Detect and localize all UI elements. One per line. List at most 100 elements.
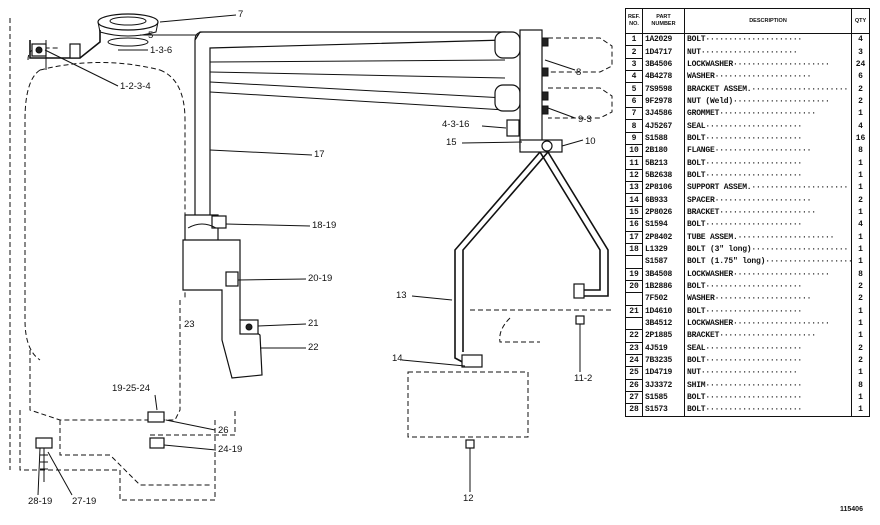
cell-ref: 15 — [625, 206, 643, 220]
cell-description: LOCKWASHER····················· — [684, 268, 852, 281]
cell-qty: 1 — [851, 156, 870, 170]
cell-ref: 13 — [625, 181, 643, 195]
leader-dots: ····················· — [733, 319, 830, 329]
cell-ref: 12 — [625, 169, 643, 183]
cell-qty: 1 — [851, 231, 870, 244]
cell-qty: 2 — [851, 193, 870, 207]
cell-ref: 16 — [625, 218, 643, 232]
leader-dots: ····················· — [705, 220, 803, 230]
cell-ref: 9 — [625, 132, 643, 146]
leader-dots: ····················· — [705, 380, 803, 390]
leader-dots: ····················· — [705, 282, 803, 292]
leader-dots: ····················· — [719, 109, 816, 119]
cell-qty: 4 — [851, 119, 870, 133]
cell-description: BOLT····················· — [684, 156, 852, 170]
cell-qty: 4 — [851, 218, 870, 231]
cell-qty: 1 — [851, 255, 870, 269]
cell-qty: 16 — [851, 132, 870, 145]
bracket-top-left — [29, 30, 101, 70]
cell-ref: 21 — [625, 305, 643, 318]
cell-ref: 4 — [625, 70, 643, 84]
lower-blocks — [407, 309, 612, 462]
leader-dots: ····················· — [719, 331, 816, 341]
cell-ref: 14 — [625, 193, 643, 207]
cell-ref: 7 — [625, 107, 643, 121]
support-assembly — [454, 151, 609, 368]
leader-dots: ····················· — [733, 269, 830, 279]
cell-ref: 26 — [625, 379, 643, 392]
leader-dots: ····················· — [705, 158, 803, 168]
cell-description: BOLT····················· — [684, 354, 852, 367]
tube-assembly — [194, 31, 506, 263]
cell-part-number: S1573 — [642, 403, 685, 417]
cell-ref: 2 — [625, 45, 643, 59]
bracket-22 — [182, 239, 263, 379]
leader-dots: ····················· — [751, 84, 849, 94]
header-description: DESCRIPTION — [684, 8, 852, 34]
cell-qty: 2 — [851, 280, 870, 293]
cell-ref: 10 — [625, 144, 643, 158]
cell-description: SUPPORT ASSEM.····················· — [684, 181, 852, 194]
cell-ref: 23 — [625, 342, 643, 355]
cell-ref: 18 — [625, 243, 643, 257]
cell-description: BRACKET ASSEM.····················· — [684, 82, 852, 96]
cell-description: SPACER····················· — [684, 193, 852, 207]
callout-7: 7 — [238, 9, 244, 20]
exploded-parts-diagram — [9, 13, 613, 501]
callout-15: 15 — [446, 137, 457, 148]
cell-description: BOLT····················· — [684, 280, 852, 293]
cell-part-number: S1587 — [642, 255, 685, 269]
parts-table: REF. NO. PART NUMBER DESCRIPTION QTY 1 1A… — [625, 8, 870, 417]
cell-qty: 2 — [851, 354, 870, 367]
header-part-number: PART NUMBER — [642, 8, 685, 34]
leader-dots: ····················· — [751, 245, 849, 255]
callout-11-2: 11-2 — [574, 373, 593, 384]
cell-part-number: 5B213 — [642, 156, 685, 170]
cell-description: GROMMET····················· — [684, 107, 852, 120]
cell-qty: 1 — [851, 391, 870, 404]
cell-part-number: S1588 — [642, 132, 685, 145]
cell-part-number: 9F2978 — [642, 95, 685, 108]
cell-description: BOLT····················· — [684, 403, 852, 417]
leader-dots: ····················· — [700, 368, 798, 378]
callout-9-3: 9-3 — [578, 114, 592, 125]
cell-qty: 2 — [851, 292, 870, 306]
cell-description: BOLT····················· — [684, 169, 852, 182]
cell-description: FLANGE····················· — [684, 144, 852, 157]
cell-description: TUBE ASSEM.····················· — [684, 231, 852, 244]
callout-19-25-24: 19-25-24 — [112, 383, 151, 394]
cell-qty: 1 — [851, 403, 870, 417]
cell-part-number: S1594 — [642, 218, 685, 231]
header-ref-no: REF. NO. — [625, 8, 643, 34]
callout-8: 8 — [576, 67, 582, 78]
leader-dots: ····················· — [733, 96, 830, 106]
cell-part-number: 1A2029 — [642, 33, 685, 46]
cell-qty: 2 — [851, 342, 870, 355]
cell-qty: 2 — [851, 95, 870, 108]
cell-description: BRACKET····················· — [684, 206, 852, 219]
leader-dots: ····················· — [751, 183, 849, 193]
cell-qty: 8 — [851, 268, 870, 281]
cell-part-number: 7S9598 — [642, 82, 685, 96]
cell-ref: 11 — [625, 156, 643, 170]
cell-ref — [625, 255, 643, 269]
cell-part-number: 3B4512 — [642, 317, 685, 330]
header-qty: QTY — [851, 8, 870, 34]
bottom-left-parts — [35, 411, 165, 482]
